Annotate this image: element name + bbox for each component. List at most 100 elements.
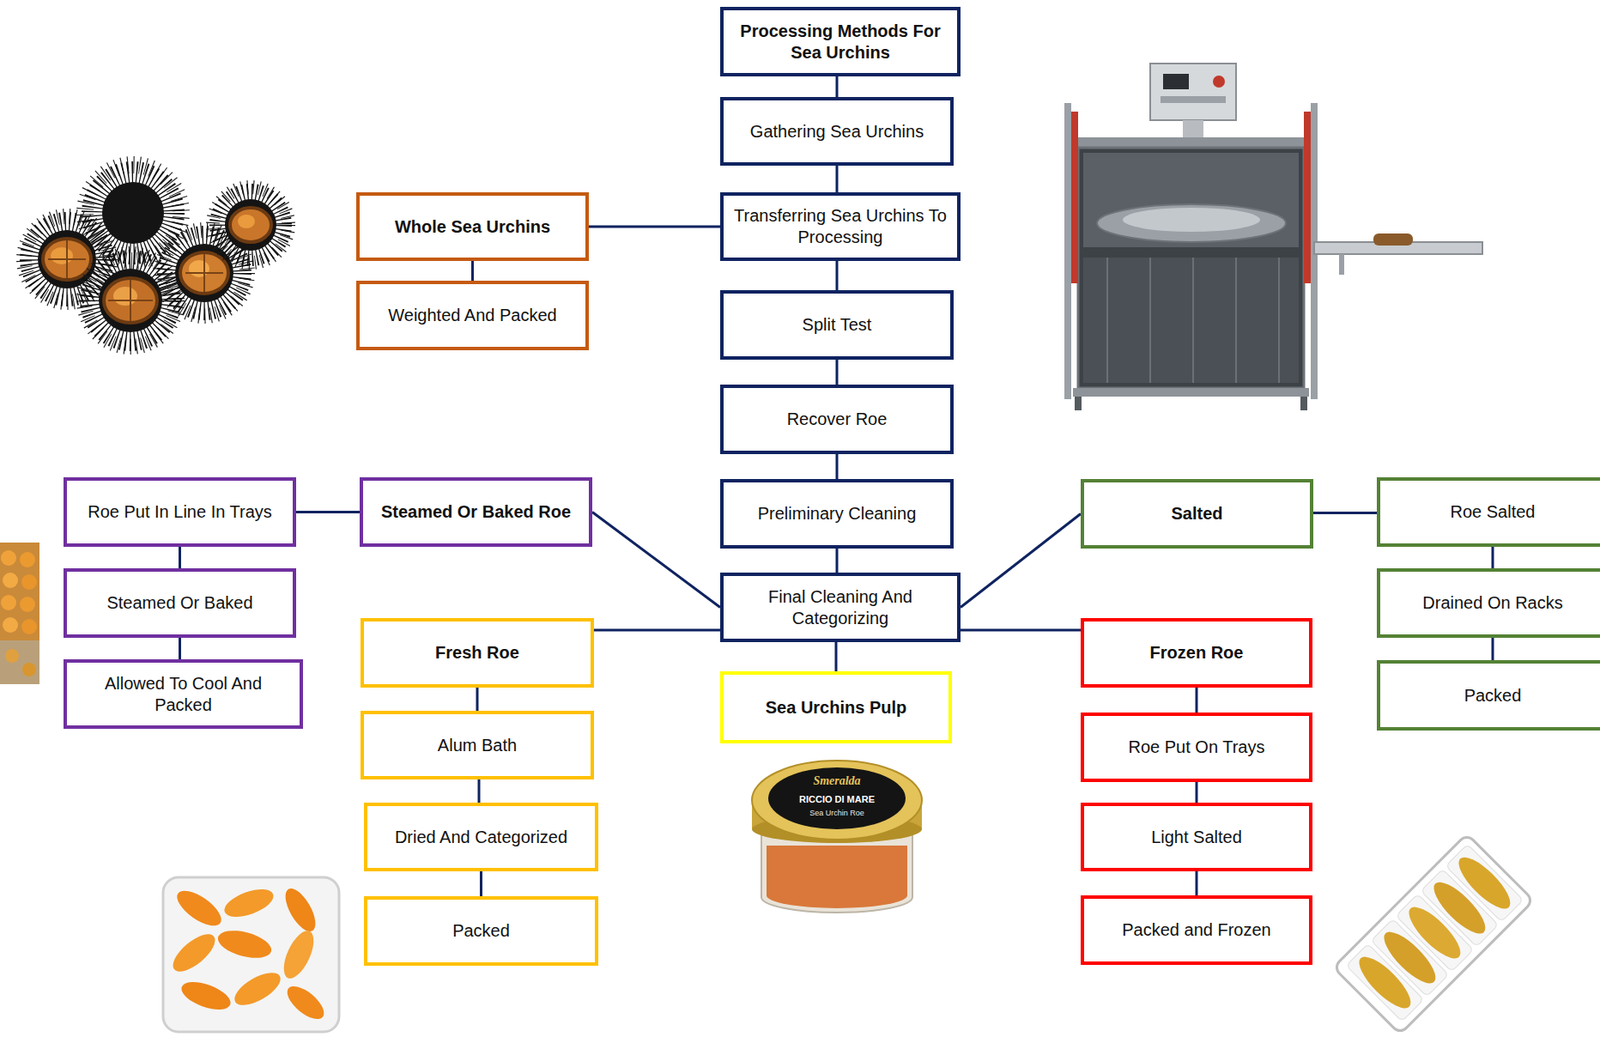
process-box: Transferring Sea Urchins To Processing [720, 192, 961, 261]
connector-line [178, 546, 182, 569]
connector-line [835, 642, 838, 672]
processing-machine-part [1074, 396, 1082, 411]
connector-line [960, 514, 1081, 608]
jar-label-text: Sea Urchin Roe [809, 809, 865, 818]
box-text: Weighted And Packed [377, 304, 567, 327]
processing-machine-part [1122, 207, 1261, 232]
whole-urchin [84, 164, 182, 261]
frozen-roe-tray-part [1351, 949, 1418, 1015]
box-text: Salted [1160, 503, 1233, 525]
pulp-jar-part [751, 760, 922, 840]
branch-step-box: Roe Put In Line In Trays [63, 477, 297, 547]
processing-machine-part [1300, 396, 1308, 411]
processing-machine-part [1150, 63, 1237, 121]
connector-line [178, 637, 182, 660]
open-urchin-part [180, 252, 229, 294]
box-text: Packed and Frozen [1111, 919, 1281, 941]
fresh-roe-tray-part [281, 980, 329, 1025]
open-urchin-part [98, 268, 163, 333]
open-urchin-part [84, 254, 177, 347]
branch-head-box: Frozen Roe [1080, 618, 1313, 688]
connector-line [1313, 511, 1377, 515]
box-text: Roe Put On Trays [1118, 736, 1276, 758]
steamed-roe-photo-part [0, 640, 40, 685]
open-urchin [212, 187, 289, 263]
processing-machine-part [1072, 387, 1310, 397]
box-text: Roe Put In Line In Trays [77, 501, 283, 523]
connector-line [836, 76, 839, 97]
box-text: Steamed Or Baked [96, 592, 263, 614]
steamed-roe-photo-part [19, 551, 36, 568]
process-box: Split Test [720, 290, 954, 360]
pulp-jar-part [768, 767, 906, 830]
box-text: Processing Methods For Sea Urchins [723, 20, 958, 64]
branch-step-box: Alum Bath [360, 710, 594, 780]
sea-urchin-photo [24, 164, 289, 347]
steamed-roe-photo-part [0, 550, 17, 566]
steamed-roe-photo-part [21, 574, 37, 590]
processing-machine-part [1064, 103, 1072, 400]
branch-step-box: Packed [363, 896, 599, 966]
processing-machine-part [1212, 75, 1225, 88]
steamed-roe-photo-part [0, 594, 17, 611]
process-box: Recover Roe [720, 384, 954, 455]
fresh-roe-tray-part [214, 925, 274, 964]
branch-step-box: Light Salted [1080, 802, 1313, 872]
open-urchin-part [103, 278, 158, 323]
branch-head-box: Salted [1080, 478, 1314, 549]
open-urchin-part [48, 240, 86, 279]
connector-line [836, 359, 839, 385]
connector-line [836, 165, 839, 193]
open-urchin-part [218, 193, 283, 257]
box-text: Preliminary Cleaning [747, 503, 928, 525]
jar-label-text: Smeralda [812, 775, 861, 788]
processing-machine-part [1339, 254, 1345, 275]
box-text: Final Cleaning And Categorizing [723, 586, 958, 630]
box-text: Recover Roe [776, 408, 898, 431]
steamed-roe-photo-part [0, 542, 40, 685]
connector-line [1491, 546, 1495, 569]
connector-line [593, 629, 721, 632]
steamed-roe-photo-part [2, 617, 19, 633]
steamed-roe-photo-part [19, 596, 36, 613]
box-text: Split Test [792, 314, 883, 336]
process-box: Preliminary Cleaning [720, 478, 954, 549]
connector-line [1195, 687, 1199, 713]
fresh-roe-tray-part [163, 877, 340, 1032]
processing-machine [1064, 63, 1483, 411]
open-urchin-part [108, 279, 153, 322]
branch-step-box: Drained On Racks [1376, 568, 1600, 638]
processing-machine-part [1083, 257, 1299, 383]
processing-machine-part [1163, 73, 1189, 90]
pulp-jar [751, 760, 922, 913]
box-text: Sea Urchins Pulp [755, 696, 918, 719]
steamed-roe-photo-part [21, 618, 37, 635]
branch-step-box: Allowed To Cool And Packed [63, 659, 304, 729]
box-text: Whole Sea Urchins [384, 216, 561, 238]
box-text: Alum Bath [427, 734, 528, 757]
fresh-roe-tray-part [278, 926, 321, 982]
open-urchin-part [113, 286, 138, 306]
open-urchin-part [42, 238, 91, 280]
processing-machine-part [1072, 137, 1310, 148]
open-urchin-part [212, 187, 289, 263]
connector-line [960, 629, 1081, 632]
branch-step-box: Packed and Frozen [1080, 895, 1313, 965]
connector-line [588, 225, 721, 229]
pulp-jar-part [766, 845, 908, 909]
connector-line [479, 871, 483, 897]
frozen-roe-tray [1333, 833, 1534, 1034]
connector-line [836, 548, 839, 573]
box-text: Allowed To Cool And Packed [66, 672, 300, 716]
connector-line [1491, 637, 1495, 661]
connector-line [1195, 781, 1199, 803]
branch-head-box: Whole Sea Urchins [356, 192, 589, 261]
fresh-roe-tray-part [230, 966, 286, 1013]
steamed-roe-photo-part [22, 662, 37, 677]
branch-step-box: Roe Put On Trays [1080, 712, 1313, 782]
connector-line [836, 454, 839, 479]
box-text: Roe Salted [1440, 501, 1546, 523]
connector-line [836, 260, 839, 291]
box-text: Frozen Roe [1139, 642, 1255, 664]
